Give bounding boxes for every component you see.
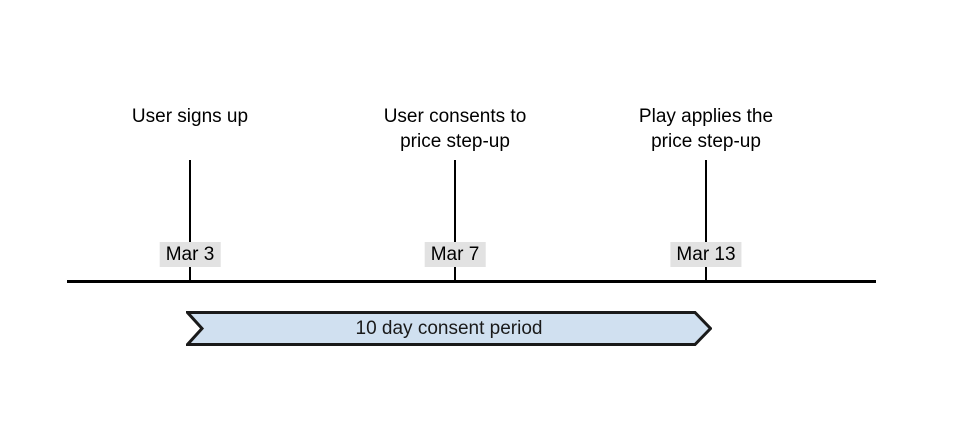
event-tick-line [705, 160, 707, 281]
event-date-chip: Mar 7 [424, 242, 486, 267]
consent-period-banner: 10 day consent period [186, 311, 712, 346]
event-tick-line [189, 160, 191, 281]
timeline-axis [67, 280, 876, 283]
event-date-chip: Mar 3 [159, 242, 221, 267]
event-label: User consents to price step-up [383, 106, 527, 152]
event-label: User signs up [131, 106, 249, 127]
chevron-arrow-icon [186, 311, 712, 346]
event-tick-line [454, 160, 456, 281]
consent-period-label: 10 day consent period [355, 318, 543, 339]
event-date-chip: Mar 13 [670, 242, 742, 267]
event-label: Play applies the price step-up [638, 106, 774, 152]
